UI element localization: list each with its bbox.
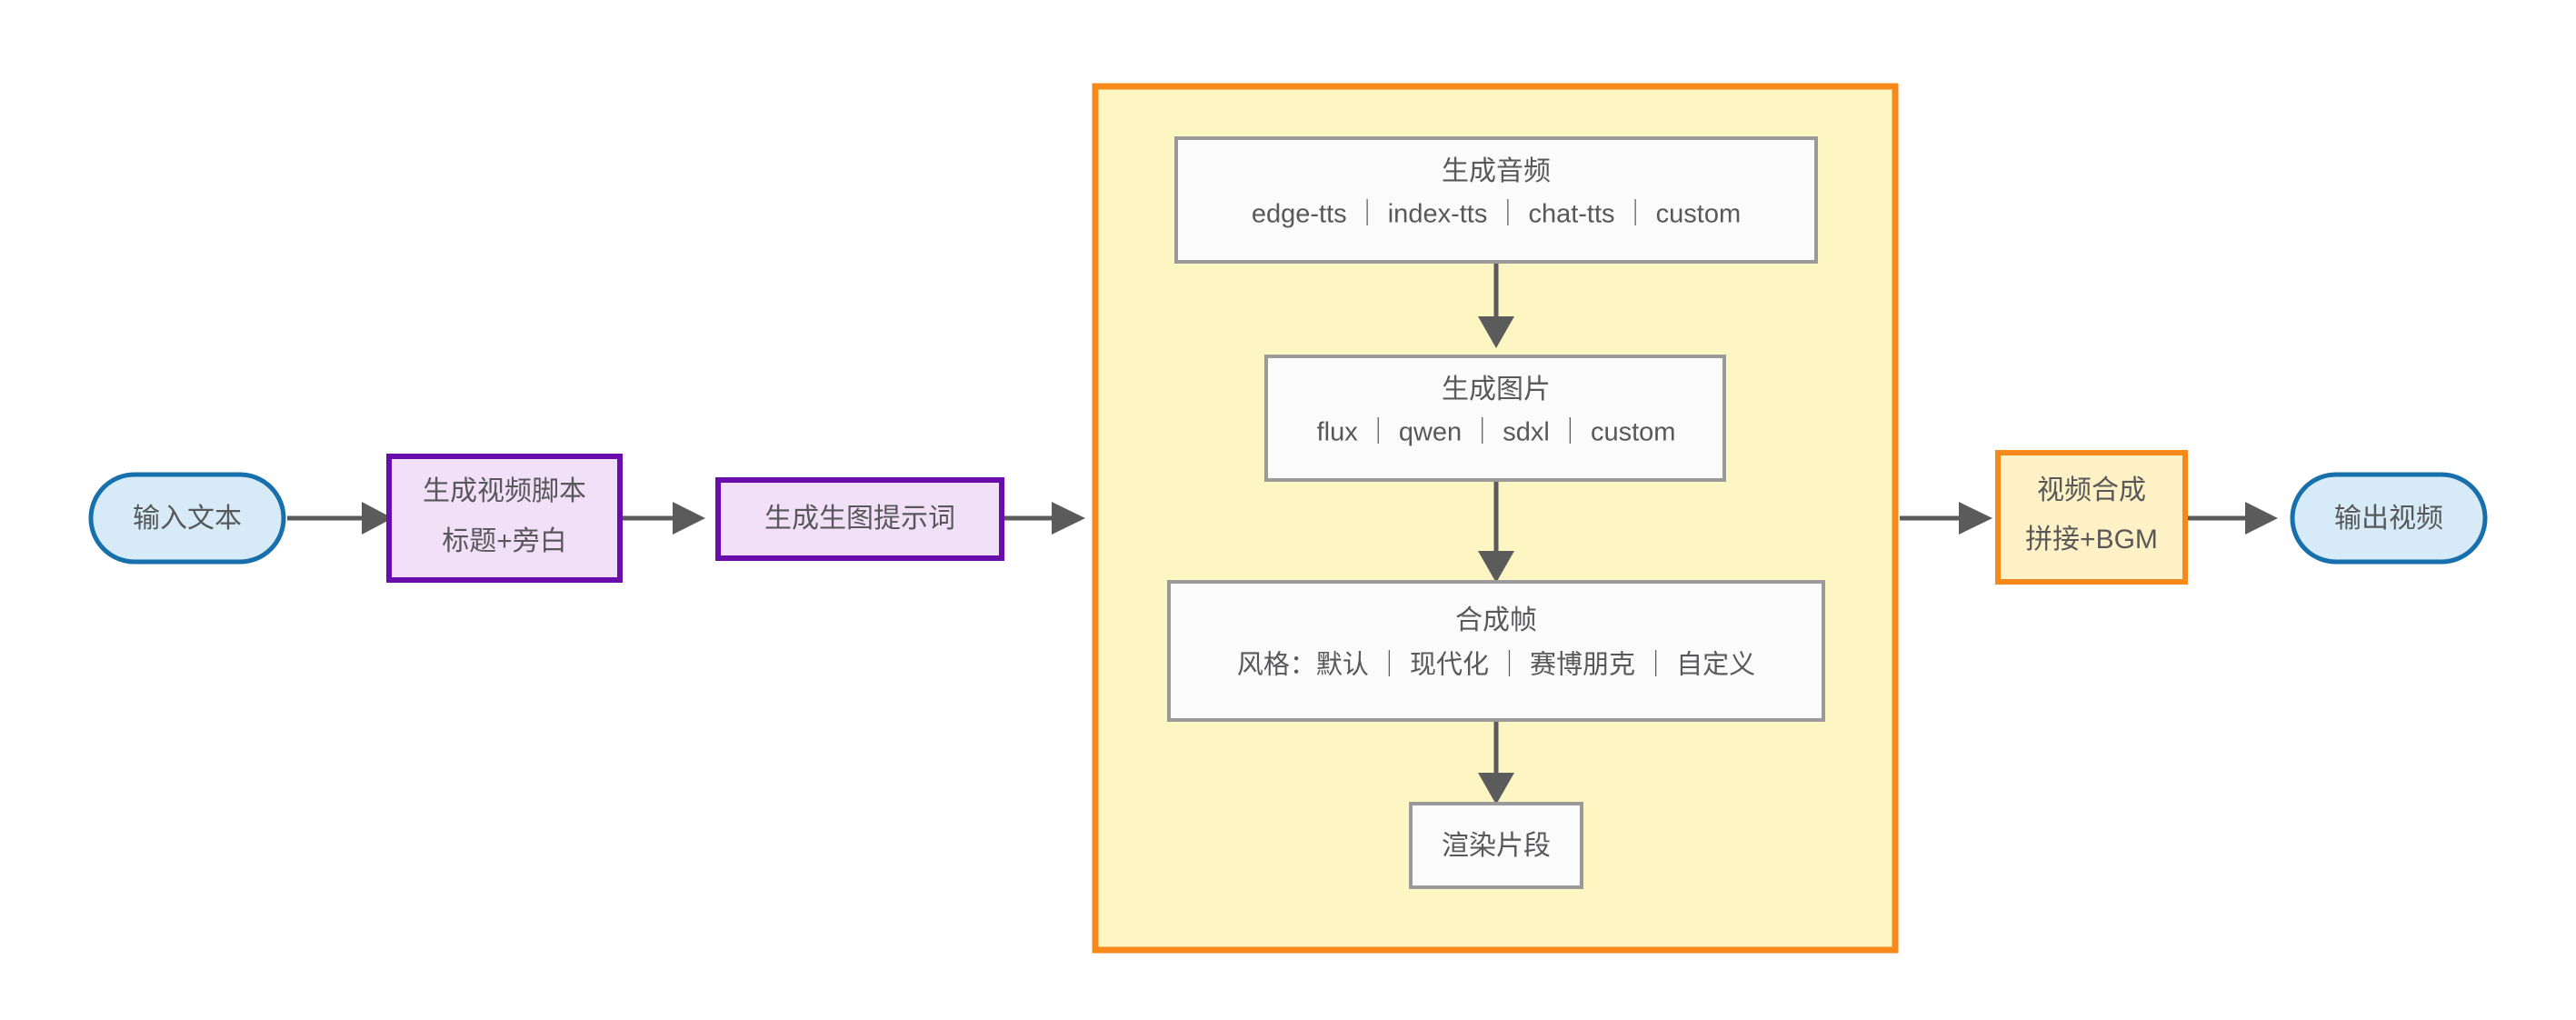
generate-image-models: flux ｜ qwen ｜ sdxl ｜ custom: [1317, 417, 1676, 447]
generate-audio-title: 生成音频: [1442, 156, 1551, 186]
compose-frame-title: 合成帧: [1455, 605, 1537, 635]
node-generate-image[interactable]: 生成图片 flux ｜ qwen ｜ sdxl ｜ custom: [1264, 355, 1726, 482]
generate-script-line2: 标题+旁白: [442, 526, 567, 556]
node-render-segment[interactable]: 渲染片段: [1409, 802, 1583, 889]
render-segment-label: 渲染片段: [1442, 831, 1551, 861]
node-generate-prompt[interactable]: 生成生图提示词: [715, 477, 1004, 561]
compose-frame-shape[interactable]: [1167, 580, 1825, 722]
video-compose-line2: 拼接+BGM: [2025, 525, 2158, 555]
input-text-label: 输入文本: [133, 504, 242, 534]
generate-prompt-shape[interactable]: [715, 477, 1004, 561]
edge-compose-to-output: [2185, 502, 2278, 535]
generate-script-shape[interactable]: [386, 454, 623, 583]
node-generate-audio[interactable]: 生成音频 edge-tts ｜ index-tts ｜ chat-tts ｜ c…: [1174, 136, 1818, 264]
generate-image-title: 生成图片: [1442, 375, 1551, 405]
node-video-compose[interactable]: 视频合成 拼接+BGM: [1995, 450, 2188, 585]
generate-script-line1: 生成视频脚本: [423, 476, 586, 506]
generate-audio-engines: edge-tts ｜ index-tts ｜ chat-tts ｜ custom: [1252, 199, 1741, 229]
edge-input-to-script: [287, 502, 393, 535]
node-generate-script[interactable]: 生成视频脚本 标题+旁白: [386, 454, 623, 583]
node-compose-frame[interactable]: 合成帧 风格：默认 ｜ 现代化 ｜ 赛博朋克 ｜ 自定义: [1167, 580, 1825, 722]
node-output-video[interactable]: 输出视频: [2290, 472, 2488, 565]
edge-script-to-prompt: [620, 502, 705, 535]
edge-audio-to-image: [1478, 262, 1514, 348]
edge-cluster-to-compose: [1900, 502, 1992, 535]
compose-frame-styles: 风格：默认 ｜ 现代化 ｜ 赛博朋克 ｜ 自定义: [1237, 650, 1755, 680]
render-segment-shape[interactable]: [1409, 802, 1583, 889]
output-video-shape[interactable]: [2290, 472, 2488, 565]
output-video-label: 输出视频: [2334, 504, 2443, 534]
video-compose-line1: 视频合成: [2037, 475, 2146, 505]
node-input-text[interactable]: 输入文本: [88, 472, 286, 565]
generate-image-shape[interactable]: [1264, 355, 1726, 482]
edge-image-to-frame: [1478, 480, 1514, 583]
generate-prompt-label: 生成生图提示词: [764, 504, 955, 534]
video-compose-shape[interactable]: [1995, 450, 2188, 585]
generate-audio-shape[interactable]: [1174, 136, 1818, 264]
edge-frame-to-render: [1478, 720, 1514, 805]
input-text-shape[interactable]: [88, 472, 286, 565]
edge-prompt-to-cluster: [1002, 502, 1085, 535]
